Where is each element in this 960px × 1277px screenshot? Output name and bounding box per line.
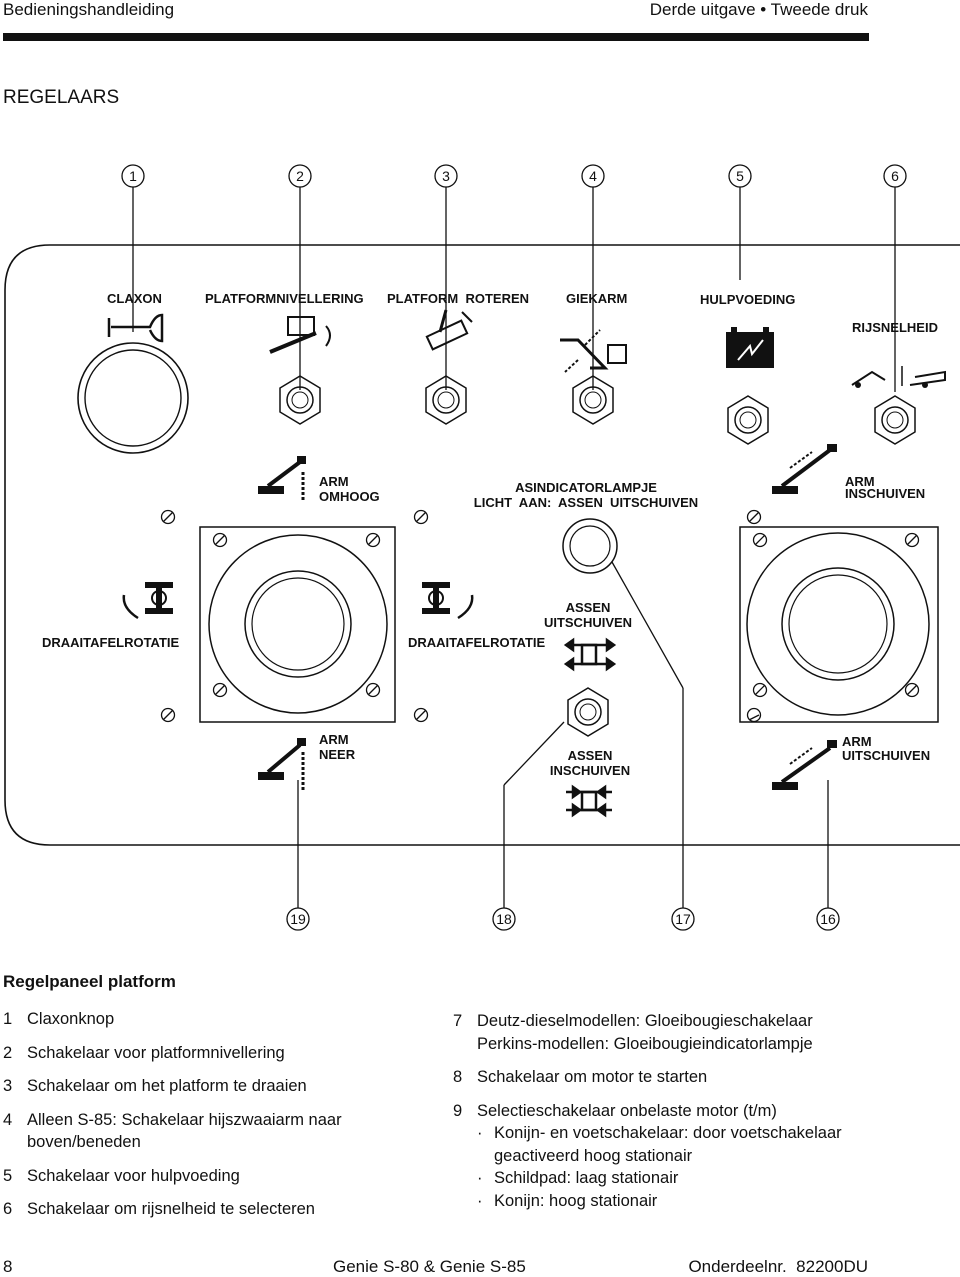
platform-rotate-switch[interactable] [425,375,467,425]
callout-17: 17 [671,907,695,931]
boom-retract-icon [772,444,837,494]
label-asindicator-2: LICHT AAN: ASSEN UITSCHUIVEN [474,495,698,510]
screw [160,509,920,723]
left-joystick[interactable] [199,526,396,723]
callout-number: 3 [442,168,450,184]
label-arm-uitschuiven-2: UITSCHUIVEN [842,748,930,763]
header-rule [3,33,869,41]
legend-sub-item: ·Konijn- en voetschakelaar: door voetsch… [477,1124,842,1165]
horn-icon [107,313,164,343]
label-platformnivellering: PLATFORMNIVELLERING [205,291,364,306]
header-left: Bedieningshandleiding [3,0,175,19]
callout-number: 19 [290,911,306,927]
boom-up-icon [258,456,306,500]
callout-5: 5 [728,164,752,280]
callout-number: 2 [296,168,304,184]
callout-6: 6 [883,164,907,392]
legend-item: 7 Deutz-dieselmodellen: Gloeibougieschak… [453,1012,813,1053]
platform-leveling-icon [269,316,331,354]
callout-2: 2 [288,164,312,390]
label-draaitafel-left: DRAAITAFELROTATIE [42,635,180,650]
figure-caption: Regelpaneel platform [3,972,176,991]
label-arm-inschuiven-1: ARM [845,474,875,489]
callout-3: 3 [434,164,458,390]
turntable-rotate-left-icon [122,582,173,620]
label-draaitafel-mid: DRAAITAFELROTATIE [408,635,546,650]
header-right: Derde uitgave • Tweede druk [649,0,868,19]
jib-arm-icon [560,329,627,373]
turntable-rotate-right-icon [422,582,474,620]
axle-retract-switch[interactable] [567,687,609,737]
label-assen-uit-1: ASSEN [566,600,611,615]
boom-down-icon [258,738,306,790]
horn-button[interactable] [77,342,189,454]
label-claxon: CLAXON [107,291,162,306]
battery-icon [726,327,774,368]
legend-sub-item: ·Konijn: hoog stationair [477,1191,658,1210]
label-arm-neer-1: ARM [319,732,349,747]
label-hulpvoeding: HULPVOEDING [700,292,795,307]
callout-number: 16 [820,911,836,927]
label-assen-in-2: INSCHUIVEN [550,763,630,778]
boom-extend-icon [772,740,837,790]
callout-number: 17 [675,911,691,927]
callout-number: 5 [736,168,744,184]
callout-number: 1 [129,168,137,184]
callout-18: 18 [492,907,516,931]
drive-speed-icon [851,366,946,388]
callout-number: 6 [891,168,899,184]
platform-rotate-icon [425,309,473,351]
label-arm-uitschuiven-1: ARM [842,734,872,749]
label-rijsnelheid: RIJSNELHEID [852,320,938,335]
label-giekarm: GIEKARM [566,291,627,306]
right-joystick[interactable] [739,526,939,723]
label-arm-omhoog-2: OMHOOG [319,489,380,504]
label-assen-in-1: ASSEN [568,748,613,763]
axle-indicator-light [562,518,618,574]
label-arm-neer-2: NEER [319,747,356,762]
callout-19: 19 [286,907,310,931]
label-assen-uit-2: UITSCHUIVEN [544,615,632,630]
axle-retract-icon [566,784,612,818]
legend-right: 7 Deutz-dieselmodellen: Gloeibougieschak… [453,1010,873,1212]
label-asindicator-1: ASINDICATORLAMPJE [515,480,657,495]
legend-sub-item: ·Schildpad: laag stationair [477,1169,679,1187]
callout-1: 1 [121,164,145,332]
drive-speed-switch[interactable] [874,395,916,445]
platform-leveling-switch[interactable] [279,375,321,425]
auxiliary-power-switch[interactable] [727,395,769,445]
label-platform-roteren: PLATFORM ROTEREN [387,291,529,306]
footer-part-number: Onderdeelnr. 82200DU [688,1257,868,1276]
footer-model: Genie S-80 & Genie S-85 [333,1257,526,1276]
control-panel-diagram: 1 2 3 4 5 6 CLAXON PLATFORMNIVELLERING P… [4,164,960,931]
label-arm-omhoog-1: ARM [319,474,349,489]
callout-16: 16 [816,907,840,931]
legend-item: 9 Selectieschakelaar onbelaste motor (t/… [453,1100,873,1213]
footer-page-number: 8 [3,1257,13,1276]
panel-outline [4,244,960,846]
label-arm-inschuiven-2: INSCHUIVEN [845,486,925,501]
callout-number: 18 [496,911,512,927]
axle-extend-icon [563,637,617,672]
jib-arm-switch[interactable] [572,375,614,425]
section-title: REGELAARS [3,87,120,108]
callout-number: 4 [589,168,597,184]
